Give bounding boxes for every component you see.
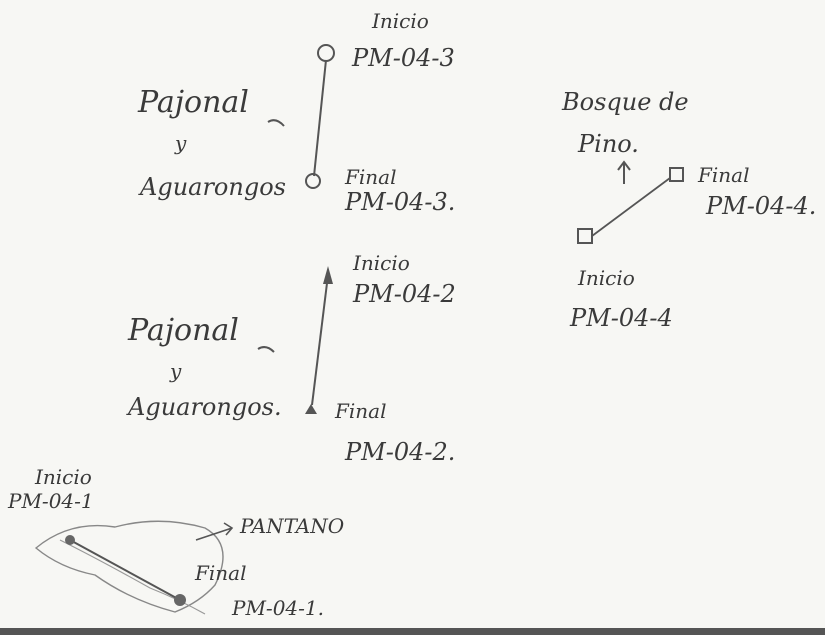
- t1-end-code: PM-04-1.: [231, 596, 324, 620]
- t2-habitat-2: y: [169, 359, 182, 383]
- t1-end-label: Final: [194, 561, 246, 585]
- t4-habitat-1: Bosque de: [561, 88, 689, 116]
- t3-habitat-1: Pajonal: [137, 85, 249, 120]
- t3-habitat-2: y: [174, 131, 187, 155]
- t3-end-marker: [305, 173, 321, 189]
- t4-end-marker: [669, 167, 684, 182]
- transect-pm-04-1: Inicio PM-04-1 PANTANO Final PM-04-1.: [7, 465, 344, 620]
- t4-start-marker: [577, 228, 593, 244]
- t1-end-marker: [174, 594, 186, 606]
- t1-habitat-label: PANTANO: [239, 514, 344, 538]
- t3-end-label: Final: [344, 165, 396, 189]
- t2-end-marker: [305, 404, 317, 414]
- t4-start-code: PM-04-4: [569, 304, 673, 332]
- t1-start-marker: [65, 535, 75, 545]
- t1-start-code: PM-04-1: [7, 489, 94, 513]
- t2-end-label: Final: [334, 399, 386, 423]
- t3-habitat-arrow: [267, 119, 285, 127]
- t4-end-code: PM-04-4.: [705, 192, 816, 220]
- t4-habitat-arrow: [617, 160, 631, 184]
- transect-pm-04-4: Bosque de Pino. Final PM-04-4. Inicio PM…: [561, 88, 816, 332]
- t4-end-label: Final: [697, 163, 749, 187]
- t3-transect-line: [313, 59, 327, 177]
- page-bottom-border: [0, 628, 825, 635]
- t2-transect-line: [311, 274, 329, 406]
- t3-start-code: PM-04-3: [351, 44, 455, 72]
- swamp-inner-line: [59, 539, 206, 615]
- t2-start-label: Inicio: [352, 251, 410, 275]
- t2-end-code: PM-04-2.: [344, 438, 455, 466]
- t1-start-label: Inicio: [34, 465, 92, 489]
- t2-habitat-arrow: [257, 346, 275, 353]
- t2-arrow-head: [323, 266, 333, 284]
- transect-pm-04-2: Inicio PM-04-2 Final PM-04-2. Pajonal y …: [126, 251, 456, 466]
- t2-start-code: PM-04-2: [352, 280, 456, 308]
- t3-start-marker: [317, 44, 335, 62]
- t4-start-label: Inicio: [577, 266, 635, 290]
- t4-habitat-2: Pino.: [577, 130, 639, 158]
- t2-habitat-3: Aguarongos.: [126, 393, 282, 421]
- swamp-outline: [34, 520, 224, 613]
- t2-habitat-1: Pajonal: [127, 313, 239, 348]
- t3-start-label: Inicio: [371, 9, 429, 33]
- swamp-pointer-arrow: [195, 522, 234, 541]
- t4-transect-line: [591, 177, 671, 237]
- transect-pm-04-3: Inicio PM-04-3 Final PM-04-3. Pajonal y …: [137, 9, 455, 216]
- t1-transect-line: [69, 539, 181, 601]
- t3-habitat-3: Aguarongos: [138, 173, 286, 201]
- t3-end-code: PM-04-3.: [344, 188, 455, 216]
